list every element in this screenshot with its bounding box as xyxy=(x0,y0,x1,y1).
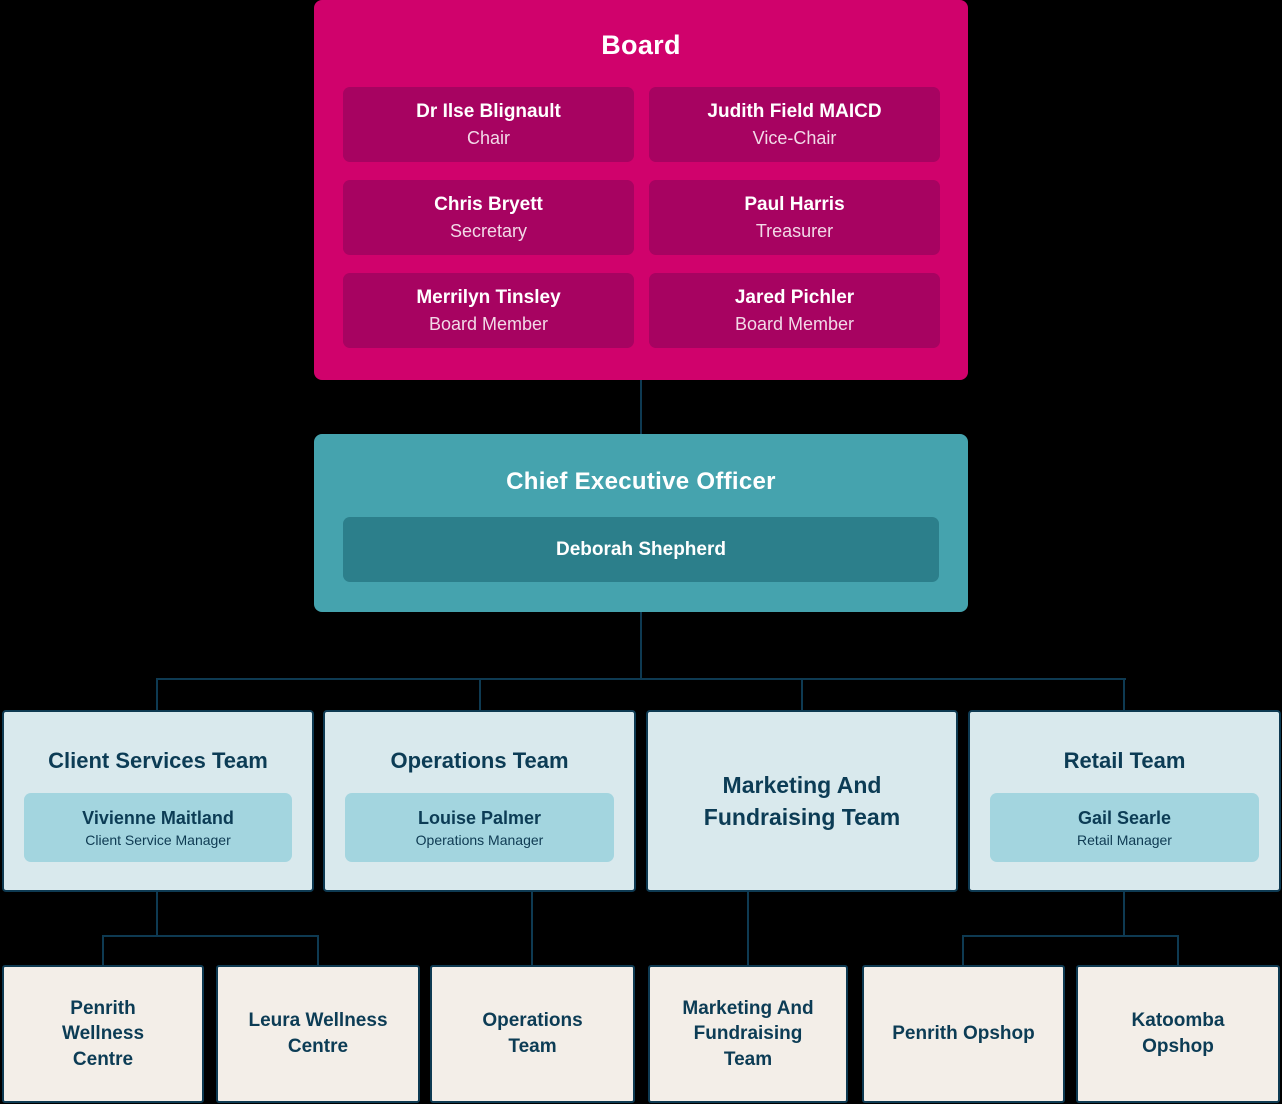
unit-node-marketing-fundraising-team: Marketing And Fundraising Team xyxy=(648,965,848,1103)
team-title: Operations Team xyxy=(390,748,569,773)
connector-client-services-horizontal xyxy=(102,935,319,937)
connector-ceo-drop xyxy=(640,612,642,678)
manager-name: Gail Searle xyxy=(1077,807,1172,828)
member-role: Chair xyxy=(466,127,510,148)
board-member-grid: Dr Ilse Blignault Chair Judith Field MAI… xyxy=(343,87,940,348)
board-member-card: Chris Bryett Secretary xyxy=(343,180,634,255)
team-title: Retail Team xyxy=(1063,748,1186,773)
board-member-card: Dr Ilse Blignault Chair xyxy=(343,87,634,162)
board-member-card: Paul Harris Treasurer xyxy=(649,180,940,255)
board-node: Board Dr Ilse Blignault Chair Judith Fie… xyxy=(314,0,968,380)
member-role: Board Member xyxy=(428,313,549,334)
connector-marketing-drop xyxy=(747,892,749,965)
team-node-marketing-fundraising: Marketing And Fundraising Team xyxy=(646,710,958,892)
member-name: Judith Field MAICD xyxy=(707,100,882,122)
connector-retail-horizontal xyxy=(962,935,1179,937)
member-name: Dr Ilse Blignault xyxy=(416,100,561,122)
member-role: Vice-Chair xyxy=(752,127,837,148)
member-name: Jared Pichler xyxy=(734,286,855,308)
manager-card: Louise Palmer Operations Manager xyxy=(345,793,614,862)
member-role: Treasurer xyxy=(755,220,834,241)
connector-team-retail xyxy=(1123,678,1125,710)
board-member-card: Jared Pichler Board Member xyxy=(649,273,940,348)
unit-node-penrith-wellness-centre: Penrith Wellness Centre xyxy=(2,965,204,1103)
team-node-client-services: Client Services Team Vivienne Maitland C… xyxy=(2,710,314,892)
connector-team-operations xyxy=(479,678,481,710)
ceo-title: Chief Executive Officer xyxy=(506,468,776,495)
member-role: Secretary xyxy=(449,220,528,241)
manager-role: Operations Manager xyxy=(415,831,544,848)
unit-node-operations-team: Operations Team xyxy=(430,965,635,1103)
manager-card: Vivienne Maitland Client Service Manager xyxy=(24,793,292,862)
connector-client-services-drop xyxy=(156,892,158,935)
connector-teams-horizontal xyxy=(156,678,1126,680)
ceo-name: Deborah Shepherd xyxy=(556,538,726,560)
ceo-node: Chief Executive Officer Deborah Shepherd xyxy=(314,434,968,612)
unit-node-leura-wellness-centre: Leura Wellness Centre xyxy=(216,965,420,1103)
connector-penrith-wellness xyxy=(102,935,104,965)
member-name: Paul Harris xyxy=(744,193,845,215)
member-name: Chris Bryett xyxy=(434,193,543,215)
member-name: Merrilyn Tinsley xyxy=(416,286,561,308)
board-member-card: Judith Field MAICD Vice-Chair xyxy=(649,87,940,162)
connector-penrith-opshop xyxy=(962,935,964,965)
member-role: Board Member xyxy=(734,313,855,334)
connector-board-ceo xyxy=(640,380,642,434)
manager-role: Client Service Manager xyxy=(85,831,231,848)
connector-team-marketing xyxy=(801,678,803,710)
connector-operations-drop xyxy=(531,892,533,965)
team-title: Client Services Team xyxy=(48,748,268,773)
manager-name: Vivienne Maitland xyxy=(82,807,234,828)
manager-role: Retail Manager xyxy=(1077,831,1172,848)
team-node-retail: Retail Team Gail Searle Retail Manager xyxy=(968,710,1281,892)
connector-team-client-services xyxy=(156,678,158,710)
ceo-card: Deborah Shepherd xyxy=(343,517,939,582)
board-member-card: Merrilyn Tinsley Board Member xyxy=(343,273,634,348)
manager-card: Gail Searle Retail Manager xyxy=(990,793,1259,862)
connector-katoomba-opshop xyxy=(1177,935,1179,965)
team-node-operations: Operations Team Louise Palmer Operations… xyxy=(323,710,636,892)
connector-leura-wellness xyxy=(317,935,319,965)
unit-node-katoomba-opshop: Katoomba Opshop xyxy=(1076,965,1280,1103)
unit-node-penrith-opshop: Penrith Opshop xyxy=(862,965,1065,1103)
board-title: Board xyxy=(601,30,681,60)
connector-retail-drop xyxy=(1123,892,1125,935)
manager-name: Louise Palmer xyxy=(417,807,542,828)
team-title: Marketing And Fundraising Team xyxy=(703,771,901,830)
